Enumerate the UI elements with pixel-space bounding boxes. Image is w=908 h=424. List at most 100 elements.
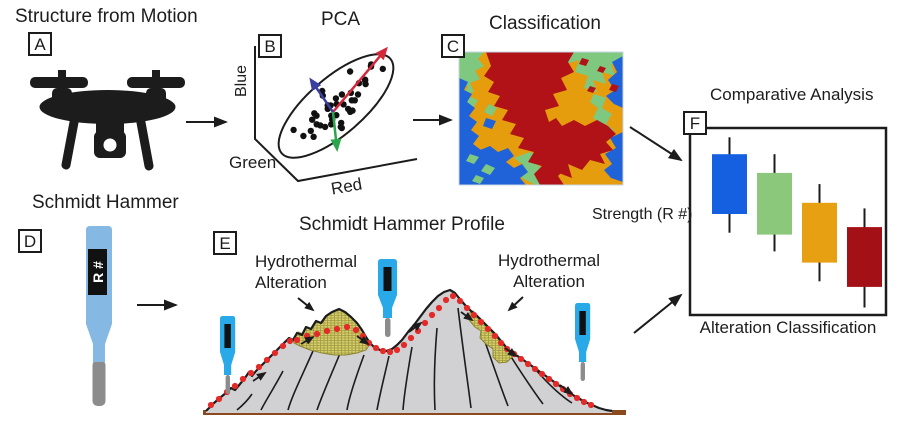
pca-dot [309,116,316,123]
boxplot-box [847,227,882,287]
panel-letter-d: D [18,229,42,253]
boxplot-box [712,154,747,214]
pca-arrow-green [330,111,342,152]
mini-hammer-icon-left [220,316,236,394]
annotation-line: Alteration [513,272,585,291]
measurement-dot [517,355,525,363]
pca-dot [337,123,344,131]
pca-dot [300,132,307,140]
measurement-dot [407,334,415,342]
annotation-arrow-right [507,296,524,312]
pca-dot [290,126,297,134]
measurement-dot [215,395,223,403]
classification-title: Classification [489,13,601,34]
measurement-dot [421,319,429,327]
measurement-dot [239,375,247,383]
hammer-rod [92,360,106,406]
measurement-dot [484,325,492,333]
profile-illustration [203,259,626,415]
measurement-dot [545,375,553,383]
map-red-patches [484,52,619,185]
measurement-dot [393,346,401,354]
profile-title: Schmidt Hammer Profile [299,214,505,235]
pca-arrow-red [332,46,388,113]
pca-dot [349,107,356,114]
measurement-dot [293,336,301,344]
schmidt-hammer-icon [86,226,112,406]
boxplot-series [712,137,882,308]
measurement-dot [435,304,443,312]
pca-arrow-blue [309,77,335,113]
map-blue-patches [459,56,623,185]
annotation-line: Hydrothermal [255,252,358,271]
measurement-dot [491,332,499,340]
measurement-dot [531,365,539,373]
arrow-profile-to-comparative [633,293,683,334]
panel-letter-c: C [441,34,465,58]
measurement-dot [573,394,581,402]
measurement-dot [303,332,311,340]
pca-axis-green-label: Green [229,153,277,172]
pca-dot [307,127,314,135]
measurement-dot [456,297,464,305]
workflow-arrows [137,114,683,334]
drone-icon [30,70,185,171]
boxplot-box [757,172,792,235]
pca-plot [254,46,418,183]
measurement-dot [352,326,360,334]
sfm-title: Structure from Motion [15,6,198,27]
measurement-dot [463,304,471,312]
measurement-dot [428,311,436,319]
annotation-arrows [297,296,524,312]
measurement-dot [400,341,408,349]
measurement-dot [255,363,263,371]
measurement-dot [313,330,321,338]
measurement-dot [323,327,331,335]
measurement-dot [271,349,279,357]
pca-dot [321,123,329,131]
pca-dot [313,112,320,119]
measurement-dot [207,401,215,409]
measurement-dot [263,356,271,364]
pca-dot [317,122,324,129]
pca-dot [338,91,346,98]
panel-letter-b: B [258,34,282,58]
annotation-line: Hydrothermal [497,251,601,270]
boxplot-ylabel: Strength (R #) [592,206,693,223]
hydrothermal-annotation-right: Hydrothermal Alteration [495,250,603,292]
measurement-dot [449,292,457,300]
pca-title: PCA [321,9,361,30]
boxplot-xlabel: Alteration Classification [699,318,877,337]
panel-letter-f: F [683,111,707,135]
pca-axis-blue-label: Blue [233,64,250,98]
pca-dot [332,95,340,102]
pca-dot [346,68,354,75]
measurement-dot [414,327,422,335]
mini-hammer-icon-right [575,303,591,381]
pca-dot [310,133,317,140]
mini-hammer-icon-middle [378,259,397,337]
panel-letter-e: E [213,231,237,255]
measurement-dot [552,380,560,388]
pca-dot [361,77,369,84]
classification-map [458,51,624,186]
measurement-dot [343,323,351,331]
comparative-title: Comparative Analysis [710,85,874,104]
panel-letter-a: A [28,32,52,56]
measurement-dot [442,296,450,304]
measurement-dot [580,398,588,406]
measurement-dot [538,370,546,378]
measurement-dot [247,369,255,377]
measurement-dot [231,382,239,390]
hammer-display-label: R # [89,261,106,283]
traverse-arrows [252,311,574,396]
measurement-dot [379,347,387,355]
measurement-dot [333,325,341,333]
measurement-dot [587,401,595,409]
mountain-body [206,290,612,413]
measurement-dot [372,344,380,352]
hydrothermal-annotation-left: Hydrothermal Alteration [255,251,357,293]
pca-dot [379,65,386,73]
